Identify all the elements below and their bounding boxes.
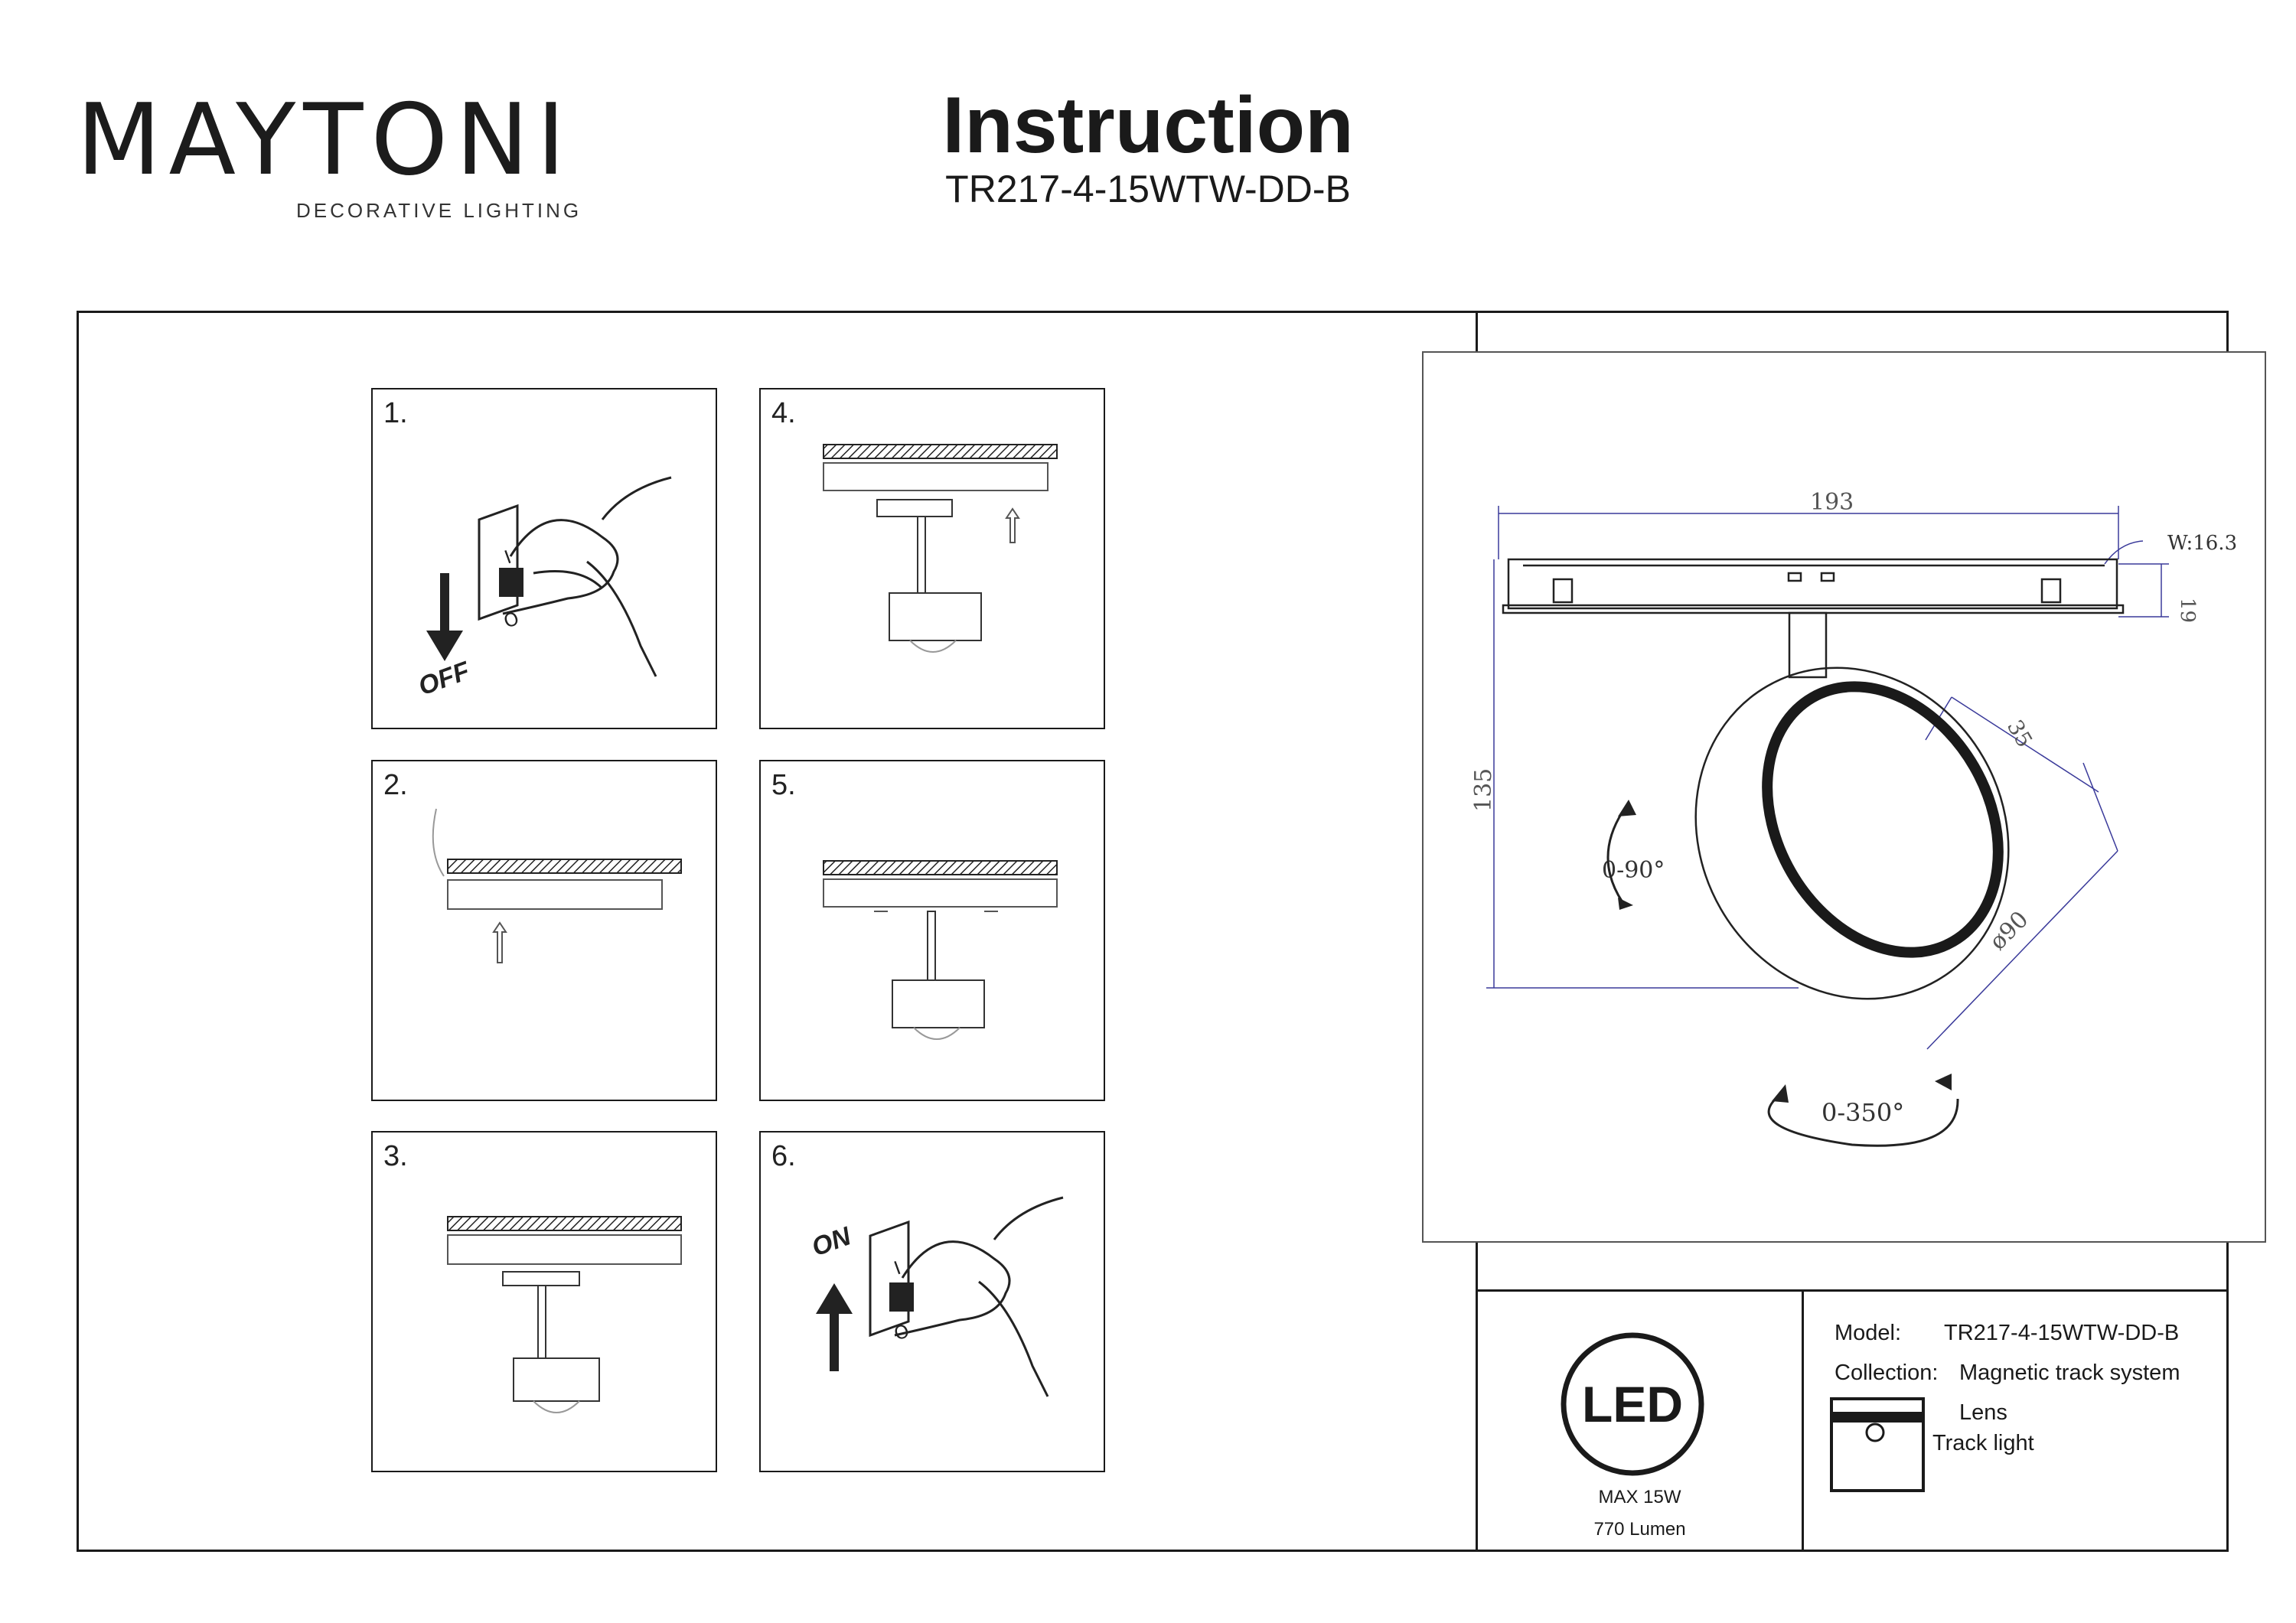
step-panel-4: 4. xyxy=(759,388,1105,729)
model-code: TR217-4-15WTW-DD-B xyxy=(945,168,1351,210)
step-panel-6: 6. I O ON xyxy=(759,1131,1105,1472)
dim-length: 193 xyxy=(1810,489,1854,516)
arrow-up-icon xyxy=(1005,507,1020,543)
ceiling-mount-illustration xyxy=(432,808,682,963)
on-label: ON xyxy=(808,1221,856,1263)
lens-icon xyxy=(1830,1397,1925,1492)
svg-text:O: O xyxy=(891,1320,912,1345)
rotate-lock-illustration xyxy=(823,860,1058,1040)
arrow-up-icon xyxy=(492,921,507,963)
track-rail xyxy=(447,879,663,910)
dim-height: 135 xyxy=(1470,768,1497,812)
brand-name: MAYTONI xyxy=(77,83,573,197)
arrow-down-icon xyxy=(426,573,463,661)
step-panel-3: 3. xyxy=(371,1131,717,1472)
step-number: 5. xyxy=(771,769,796,801)
model-label: Model: xyxy=(1835,1321,1902,1345)
svg-text:I: I xyxy=(891,1257,903,1279)
page-title: Instruction xyxy=(942,81,1354,170)
step-number: 4. xyxy=(771,397,796,429)
off-label: OFF xyxy=(415,656,475,701)
dim-track-height: 19 xyxy=(2176,598,2199,623)
insert-luminaire-illustration xyxy=(823,444,1058,653)
switch-rocker xyxy=(499,568,523,597)
frame-divider xyxy=(1476,1289,2229,1292)
dim-depth: 35 xyxy=(2002,715,2037,751)
lumen: 770 Lumen xyxy=(1593,1519,1686,1540)
step-panel-5: 5. xyxy=(759,760,1105,1101)
rotation-range: 0-350° xyxy=(1821,1098,1904,1127)
dim-width: W:16.3 xyxy=(2167,532,2237,555)
step-number: 6. xyxy=(771,1140,796,1172)
dim-diameter: ø90 xyxy=(1985,906,2034,956)
dimension-drawing: 193 W:16.3 19 135 35 ø90 0-90° 0-350° xyxy=(1470,489,2237,1147)
switch-rocker xyxy=(889,1282,914,1312)
brand-logo: MAYTONI DECORATIVE LIGHTING xyxy=(77,92,579,226)
step-number: 3. xyxy=(383,1140,408,1172)
step-panel-1: 1. I O OFF xyxy=(371,388,717,729)
svg-text:I: I xyxy=(501,546,514,569)
led-badge: LED xyxy=(1561,1332,1704,1476)
step-number: 2. xyxy=(383,769,408,801)
luminaire-attach-illustration xyxy=(447,1216,682,1413)
switch-on-illustration: I O ON xyxy=(808,1196,1064,1397)
lens-label: Lens xyxy=(1959,1400,2007,1425)
frame-divider xyxy=(1802,1289,1804,1552)
model-value: TR217-4-15WTW-DD-B xyxy=(1944,1321,2180,1345)
collection-label: Collection: xyxy=(1835,1361,1939,1385)
arrow-up-icon xyxy=(816,1283,853,1371)
led-text: LED xyxy=(1582,1376,1683,1432)
product-type: Track light xyxy=(1932,1431,2034,1455)
step-number: 1. xyxy=(383,397,408,429)
step-panel-2: 2. xyxy=(371,760,717,1101)
max-power: MAX 15W xyxy=(1598,1487,1681,1507)
technical-drawing: 193 W:16.3 19 135 35 ø90 0-90° 0-350° xyxy=(1422,351,2266,1243)
brand-subtitle: DECORATIVE LIGHTING xyxy=(296,199,582,222)
switch-off-illustration: I O OFF xyxy=(415,476,672,702)
collection-value: Magnetic track system xyxy=(1959,1361,2180,1385)
